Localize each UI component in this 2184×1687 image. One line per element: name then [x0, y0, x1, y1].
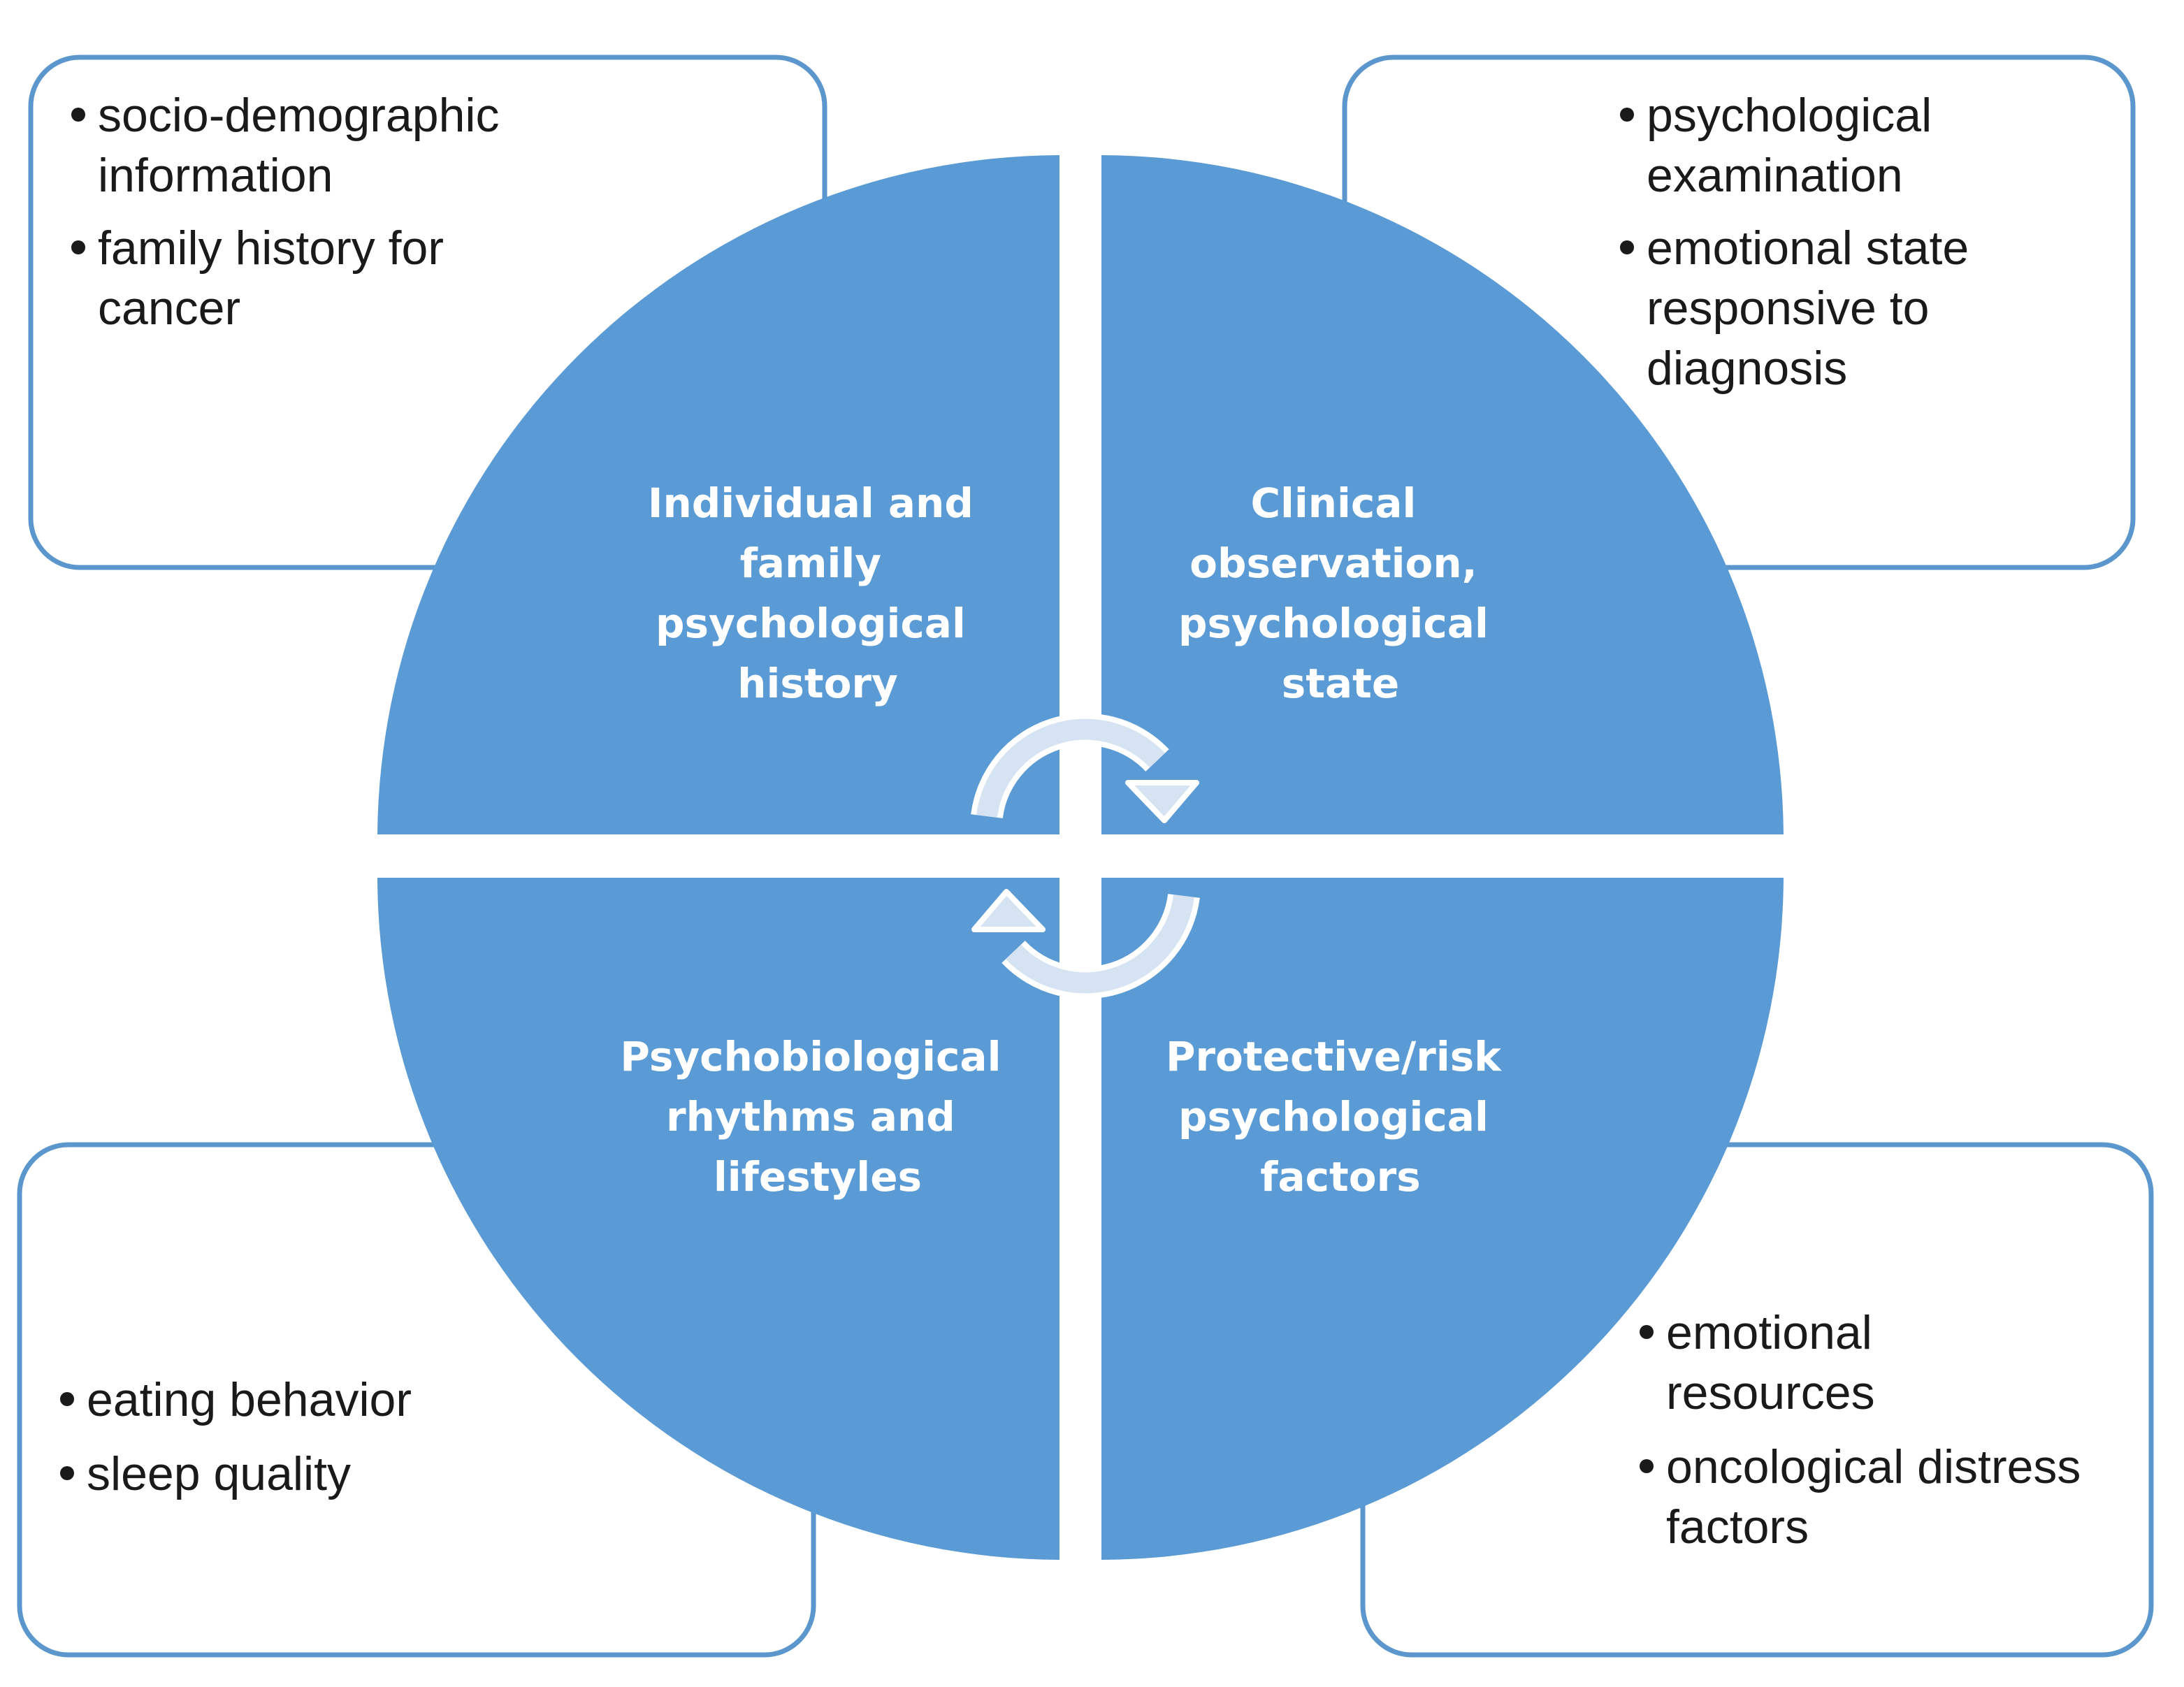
circular-arrows-icon: [971, 713, 1200, 999]
bullet-item: eating behavior: [87, 1373, 412, 1426]
quadrant-label-bottom-right: Protective/risk psychological factors: [1166, 1033, 1515, 1201]
bullet-dot: [1640, 1459, 1654, 1473]
bullet-list-bottom-right: emotional resources oncological distress…: [1640, 1306, 2094, 1554]
bullet-dot: [1620, 240, 1634, 254]
bullet-dot: [60, 1392, 74, 1406]
bullet-list-top-right: psychological examination emotional stat…: [1620, 89, 1982, 395]
bullet-list-bottom-left: eating behavior sleep quality: [60, 1373, 412, 1500]
bullet-item: oncological distress factors: [1666, 1440, 2094, 1554]
arrow-head-left-icon: [971, 889, 1046, 932]
quadrant-label-top-left: Individual and family psychological hist…: [648, 479, 988, 707]
arrow-head-right-icon: [1125, 780, 1199, 823]
bullet-dot: [71, 108, 85, 122]
quadrant-bottom-left: [377, 878, 1060, 1560]
quadrant-label-top-right: Clinical observation, psychological stat…: [1178, 479, 1503, 707]
bullet-item: emotional state responsive to diagnosis: [1647, 222, 1982, 395]
bullet-list-top-left: socio-demographic information family his…: [71, 89, 512, 335]
bullet-dot: [60, 1466, 74, 1480]
quadrant-top-left: [377, 155, 1060, 834]
bullet-dot: [1620, 108, 1634, 122]
quadrant-bottom-right: [1101, 878, 1784, 1560]
quadrant-label-bottom-left: Psychobiological rhythms and lifestyles: [620, 1033, 1015, 1201]
bullet-item: family history for cancer: [98, 222, 457, 335]
bullet-item: psychological examination: [1647, 89, 1945, 202]
bullet-dot: [71, 240, 85, 254]
bullet-dot: [1640, 1325, 1654, 1339]
quadrant-top-right: [1101, 155, 1784, 834]
bullet-item: emotional resources: [1666, 1306, 1886, 1419]
bullet-item: sleep quality: [87, 1447, 351, 1500]
bullet-item: socio-demographic information: [98, 89, 512, 202]
